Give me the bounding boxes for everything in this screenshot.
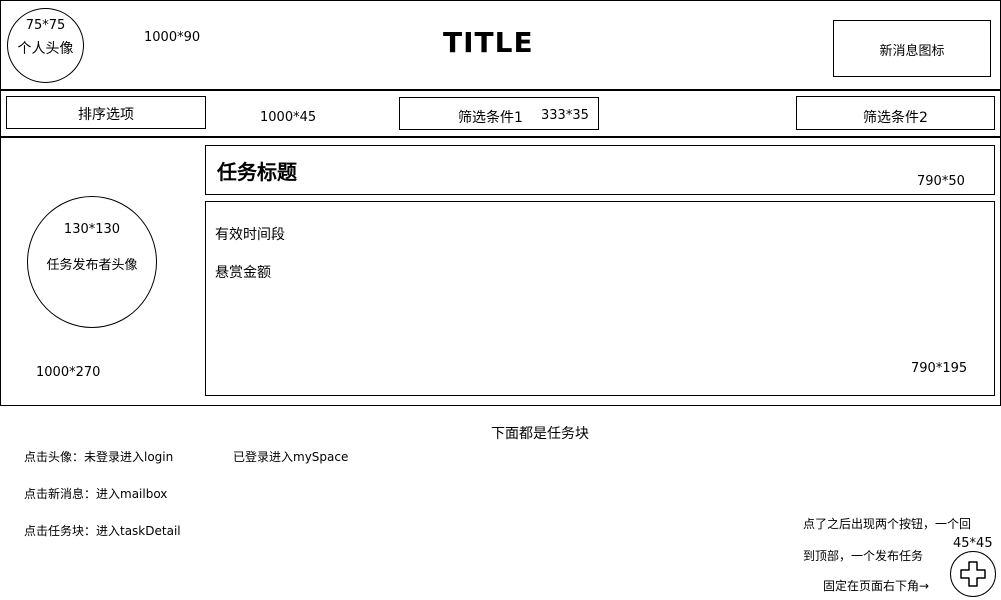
note-click-avatar: 点击头像：未登录进入login — [24, 450, 174, 464]
publisher-avatar-size: 130*130 — [63, 222, 121, 237]
filter-1-label: 筛选条件1 — [458, 110, 523, 126]
plus-icon — [960, 561, 986, 587]
fab-note-line-1: 点了之后出现两个按钮，一个回 — [803, 517, 972, 531]
task-content-box — [205, 201, 995, 396]
task-title-size-label: 790*50 — [917, 174, 965, 189]
note-click-message: 点击新消息：进入mailbox — [24, 487, 168, 501]
avatar-label: 个人头像 — [17, 41, 74, 57]
publisher-avatar[interactable] — [27, 196, 157, 328]
filter-condition-2[interactable] — [796, 96, 995, 130]
filter-1-size-label: 333*35 — [541, 108, 589, 123]
task-block-size-label: 1000*270 — [36, 365, 101, 380]
note-logged-in: 已登录进入mySpace — [233, 450, 349, 464]
filter-bar-size-label: 1000*45 — [260, 110, 317, 125]
floating-action-button[interactable] — [950, 551, 996, 597]
sort-label: 排序选项 — [78, 107, 134, 123]
avatar-size-label: 75*75 — [25, 18, 66, 33]
header-size-label: 1000*90 — [144, 30, 201, 45]
filter-condition-1[interactable] — [399, 97, 599, 130]
notification-label: 新消息图标 — [879, 44, 945, 59]
sort-option[interactable] — [6, 96, 206, 129]
user-avatar[interactable] — [7, 8, 84, 83]
publisher-avatar-label: 任务发布者头像 — [46, 258, 138, 273]
note-click-task: 点击任务块：进入taskDetail — [24, 524, 181, 538]
fab-note-line-2: 到顶部，一个发布任务 — [803, 549, 924, 563]
reward-label: 悬赏金额 — [215, 265, 271, 281]
fab-note-line-3: 固定在页面右下角→ — [823, 579, 930, 593]
below-heading: 下面都是任务块 — [491, 426, 589, 442]
notification-icon-box[interactable] — [833, 20, 991, 77]
filter-2-label: 筛选条件2 — [863, 110, 928, 126]
task-content-size-label: 790*195 — [911, 361, 968, 376]
valid-time-label: 有效时间段 — [215, 227, 285, 243]
fab-size-label: 45*45 — [953, 536, 993, 551]
page-title: TITLE — [443, 26, 534, 59]
task-title-box — [205, 145, 995, 195]
task-title: 任务标题 — [217, 160, 297, 184]
